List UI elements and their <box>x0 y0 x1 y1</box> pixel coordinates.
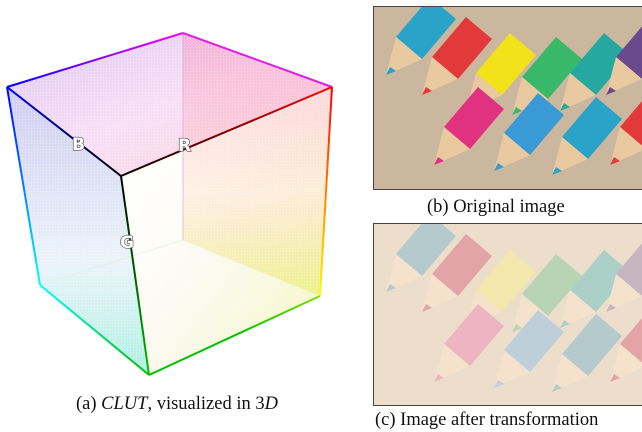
axis-label-b: B <box>72 135 85 155</box>
pencil-lead <box>560 320 570 328</box>
original-image <box>373 6 642 190</box>
pencil-lead <box>552 384 562 392</box>
cube-edge-black-red <box>120 86 333 177</box>
cube-edge-blue-magenta <box>6 32 184 88</box>
cube-edge-magenta-red <box>182 32 333 88</box>
caption-a: (a) CLUT, visualized in 3D <box>76 395 278 414</box>
pencil-tip <box>610 127 642 165</box>
pencil-body <box>432 234 492 296</box>
pencil-body <box>620 318 642 363</box>
pencil-lead <box>434 157 444 165</box>
pencil-tip <box>512 77 548 115</box>
axis-label-r: R <box>178 136 191 156</box>
pencil-body <box>504 93 564 155</box>
pencil-body <box>562 97 622 159</box>
pencil-tip <box>552 354 588 392</box>
pencil-body <box>444 304 504 366</box>
pencil-lead <box>610 374 620 382</box>
pencil-lead <box>610 157 620 165</box>
pencil-tip <box>386 37 422 75</box>
pencil-lead <box>512 324 522 332</box>
pencil-tip <box>494 350 530 388</box>
cube-edge-blue-cyan <box>6 86 41 286</box>
pencil-body <box>396 224 456 276</box>
pencil-lead <box>386 67 396 75</box>
pencil-lead <box>494 380 504 388</box>
pencil-tip <box>606 274 642 312</box>
pencil-body <box>504 310 564 372</box>
pencil-tip <box>512 294 548 332</box>
clut-cube-panel: B R G <box>0 28 345 380</box>
caption-a-prefix: (a) <box>76 394 102 414</box>
pencil-tip <box>606 57 642 95</box>
pencil-lead <box>434 374 444 382</box>
cube-edge-green-yellow <box>148 295 321 376</box>
pencil-body <box>476 250 536 312</box>
pencil-tip <box>434 344 470 382</box>
pencil-lead <box>606 304 616 312</box>
caption-a-dim: D <box>264 394 278 414</box>
caption-c: (c) Image after transformation <box>375 410 599 430</box>
pencil-tip <box>386 254 422 292</box>
caption-a-middle: , visualized in 3 <box>147 394 265 414</box>
axis-label-g: G <box>120 233 134 253</box>
pencil-lead <box>494 163 504 171</box>
pencil-lead <box>552 167 562 175</box>
clut-cube-visualization: B R G <box>6 32 333 376</box>
pencil-body <box>476 33 536 95</box>
pencils-photo-original <box>374 7 642 189</box>
pencil-body <box>522 254 582 316</box>
transformed-image <box>373 223 642 406</box>
cube-edge-cyan-green <box>39 284 150 376</box>
cube-edge-black-blue <box>6 86 122 177</box>
pencil-tip <box>560 290 596 328</box>
pencil-body <box>396 7 456 59</box>
pencil-body <box>620 101 642 146</box>
pencil-body <box>570 250 630 312</box>
pencil-lead <box>386 284 396 292</box>
pencil-body <box>616 26 642 79</box>
pencil-lead <box>512 107 522 115</box>
pencil-tip <box>560 73 596 111</box>
pencil-body <box>616 243 642 296</box>
pencil-tip <box>494 133 530 171</box>
pencil-lead <box>606 87 616 95</box>
caption-a-term: CLUT <box>101 394 148 414</box>
pencil-tip <box>422 274 458 312</box>
pencil-body <box>570 33 630 95</box>
caption-b: (b) Original image <box>427 197 565 217</box>
cube-lattice-texture <box>7 33 332 375</box>
cube-edge-black-green <box>120 175 150 376</box>
pencil-lead <box>422 87 432 95</box>
pencils-photo-transformed <box>374 224 642 405</box>
pencil-lead <box>560 103 570 111</box>
pencil-tip <box>552 137 588 175</box>
pencil-body <box>444 87 504 149</box>
pencil-body <box>432 17 492 79</box>
pencil-lead <box>422 304 432 312</box>
cube-edge-red-yellow <box>319 86 333 297</box>
pencil-tip <box>434 127 470 165</box>
pencil-tip <box>422 57 458 95</box>
pencil-tip <box>610 344 642 382</box>
pencil-body <box>562 314 622 376</box>
pencil-body <box>522 37 582 99</box>
